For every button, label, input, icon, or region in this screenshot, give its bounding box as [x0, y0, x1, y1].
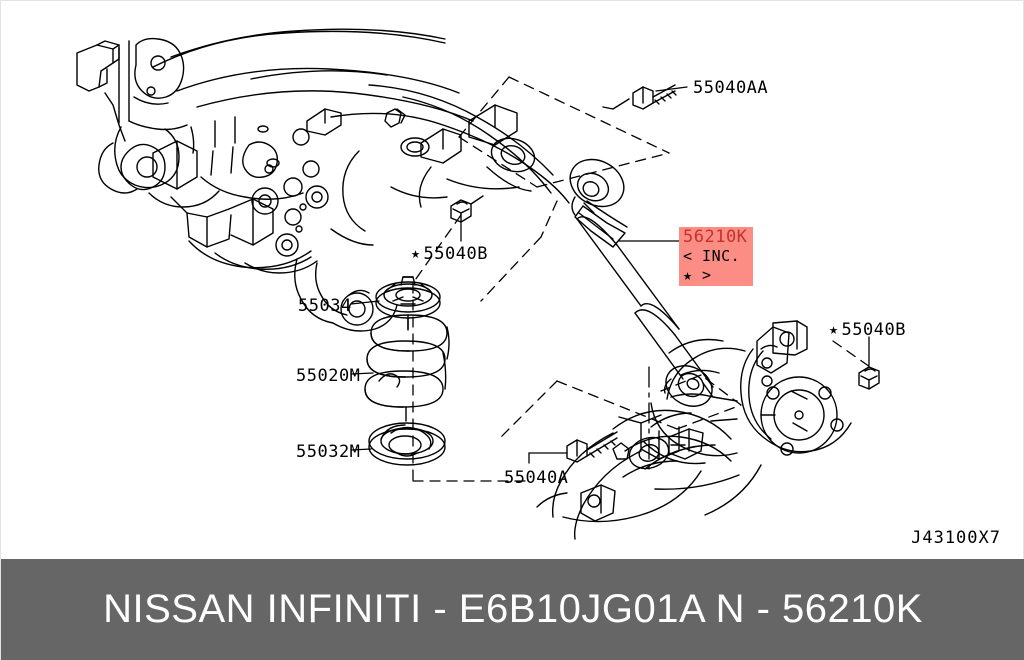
callout-55040B-left[interactable]: ★55040B: [411, 244, 488, 264]
upper-control-arm: [330, 84, 570, 232]
diagram-linework: [76, 28, 880, 540]
leader-lines: [350, 86, 870, 464]
bolt-55040A-icon: [566, 431, 618, 463]
nut-55040B-left-icon: [450, 195, 484, 223]
callout-55032M[interactable]: 55032M: [296, 442, 361, 462]
star-icon: ★: [411, 244, 421, 262]
highlight-inc-note: < INC. ★ >: [683, 247, 741, 284]
callout-55040B-left-label: 55040B: [423, 244, 488, 264]
footer-banner-text: NISSAN INFINITI - E6B10JG01A N - 56210K: [103, 587, 923, 631]
highlight-box[interactable]: 56210K < INC. ★ >: [679, 227, 754, 286]
assembly-guide-lines: [412, 76, 874, 482]
highlight-part-number: 56210K: [683, 227, 748, 247]
bolt-55040AA-icon: [602, 84, 677, 110]
diagram-number: J43100X7: [911, 528, 1001, 548]
diagram-canvas: 55040AA ★55040B 55034 55020M 55032M 5504…: [1, 1, 1024, 559]
callout-55040B-right-label: 55040B: [841, 320, 906, 340]
callout-55020M[interactable]: 55020M: [296, 366, 361, 386]
shock-absorber: [569, 158, 714, 407]
lower-control-arm: [612, 409, 732, 470]
nut-55040B-right-icon: [858, 366, 880, 390]
callout-55040B-right[interactable]: ★55040B: [829, 320, 906, 340]
callout-55040AA[interactable]: 55040AA: [693, 78, 769, 98]
callout-55034[interactable]: 55034: [298, 296, 352, 316]
spring-assembly: [364, 276, 450, 466]
callout-55040A[interactable]: 55040A: [504, 468, 569, 488]
rear-subframe: [76, 28, 474, 332]
rear-axle-knuckle: [536, 320, 852, 540]
footer-banner: NISSAN INFINITI - E6B10JG01A N - 56210K: [1, 559, 1024, 660]
star-icon: ★: [829, 320, 839, 338]
